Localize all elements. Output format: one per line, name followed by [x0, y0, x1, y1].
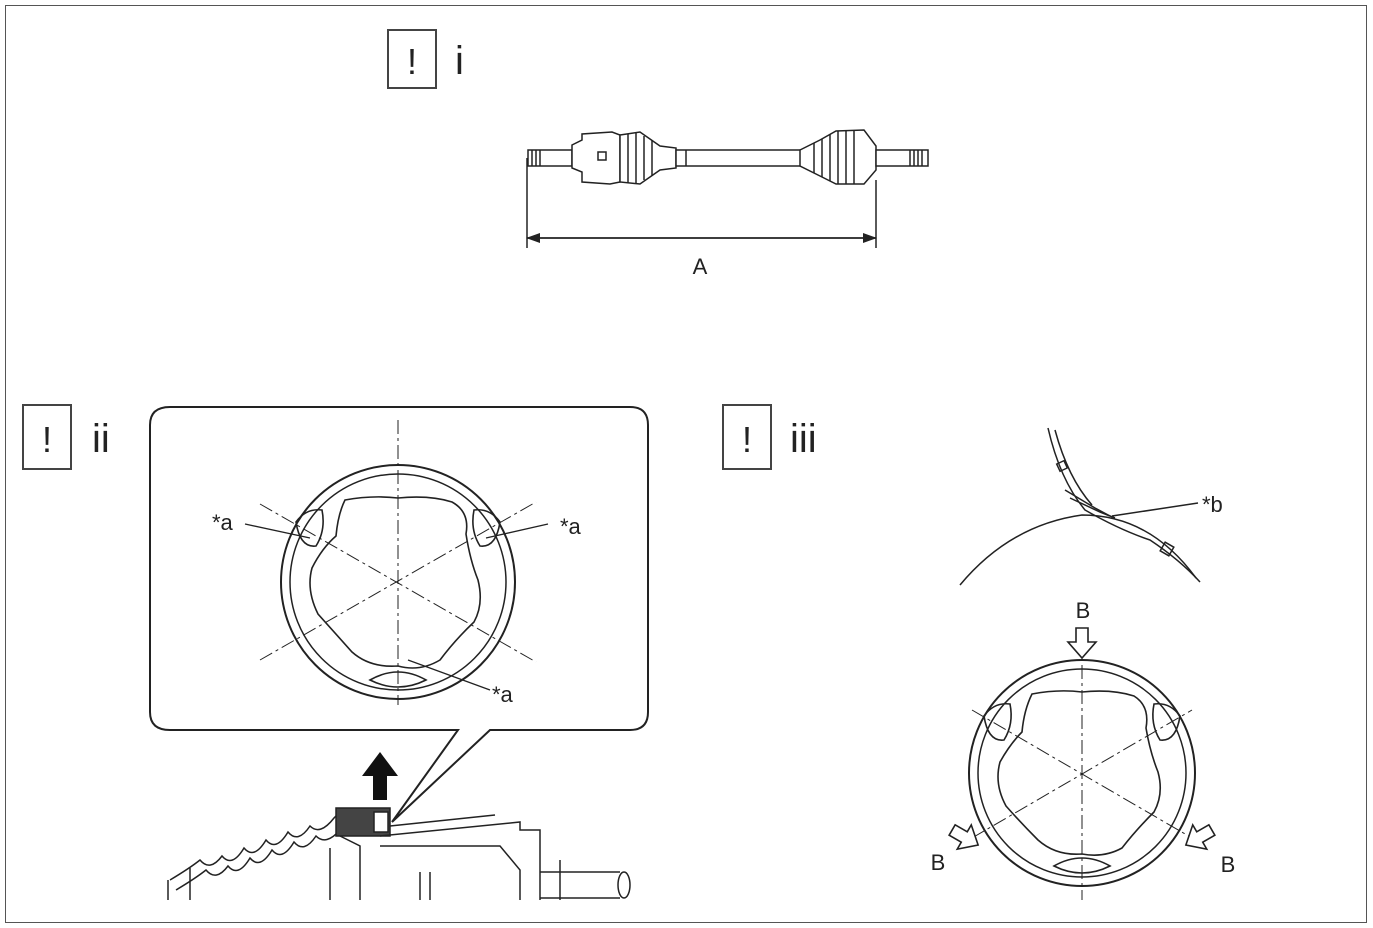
callout-a-left: *a [212, 510, 234, 535]
dimension-a-label: A [693, 254, 708, 279]
step-ii-mark: ! [42, 419, 52, 460]
step-iii-number: iii [790, 417, 817, 461]
attention-box-icon [22, 404, 72, 470]
step-i-mark: ! [407, 41, 417, 82]
step-ii-header: ! ii [22, 404, 110, 470]
attention-box-icon [387, 29, 437, 89]
attention-box-icon [722, 404, 772, 470]
push-arrow-icon [948, 627, 1216, 851]
callout-a-bottom: *a [492, 682, 514, 707]
zoom-callout-bubble [149, 406, 649, 823]
joint-cross-section-ii [259, 420, 537, 705]
step-ii-number: ii [92, 417, 110, 461]
callout-leaders-ii [244, 523, 549, 691]
step-i-number: i [455, 39, 464, 83]
point-b-right: B [1221, 852, 1236, 877]
point-b-left: B [931, 850, 946, 875]
drive-shaft-drawing [527, 129, 929, 185]
callout-b: *b [1202, 492, 1223, 517]
dimension-a [526, 158, 877, 248]
callout-a-right: *a [560, 514, 582, 539]
diagram-frame [5, 5, 1367, 923]
point-b-top: B [1076, 598, 1091, 623]
up-arrow-icon [362, 752, 398, 800]
boot-assembly-drawing [167, 807, 631, 900]
step-i-header: ! i [387, 29, 464, 89]
clamp-detail-drawing [959, 427, 1201, 586]
joint-cross-section-iii [968, 640, 1196, 900]
step-iii-header: ! iii [722, 404, 817, 470]
step-iii-mark: ! [742, 419, 752, 460]
